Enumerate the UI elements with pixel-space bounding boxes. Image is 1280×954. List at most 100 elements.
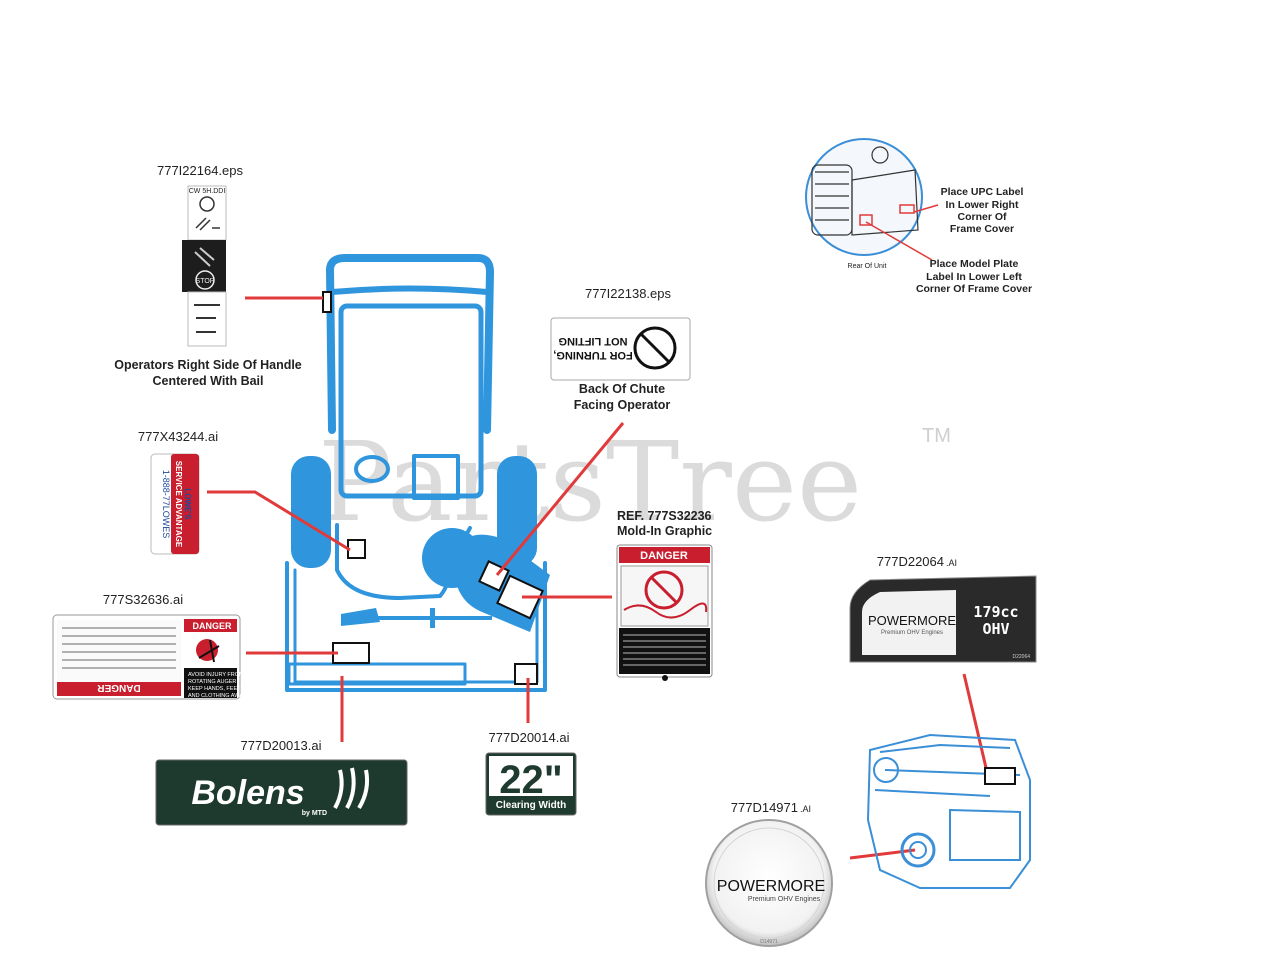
auger-housing [285,561,547,692]
danger-auger-avoid-2: ROTATING AUGER - [188,679,240,685]
engine-outline [866,733,1031,889]
auger-tab [430,608,435,628]
clearing-width-text: Clearing Width [496,800,566,811]
mold-in-text-box [619,628,710,674]
engine-label-group: 777D22064 .AI POWERMORE Premium OHV Engi… [849,554,1037,663]
mold-in-group: REF. 777S32236 Mold-In Graphic DANGER [616,509,713,681]
mold-in-ref-line1: REF. 777S32236 [617,509,712,523]
bolens-decal-group: 777D20013.ai Bolens by MTD [155,738,408,826]
clearing-width-value: 22" [499,758,562,802]
engine-badge-tagline: Premium OHV Engines [748,896,821,903]
mold-in-banner [619,547,710,563]
panel-window [412,454,460,500]
danger-auger-part-number: 777S32636.ai [103,592,183,607]
service-title: SERVICE ADVANTAGE [174,461,183,548]
engine-label-brand: POWERMORE [868,613,956,628]
danger-auger-banner-text: DANGER [192,621,232,631]
model-line3: Corner Of Frame Cover [916,283,1032,295]
panel-knob [354,455,390,483]
upc-line2: In Lower Right [946,199,1019,211]
model-line2: Label In Lower Left [926,271,1022,283]
handle-decal-lever-icon [195,217,220,231]
chute-text-line2: NOT LIFTING [558,335,627,347]
upc-line4: Frame Cover [950,223,1014,235]
auger-handle-left [341,608,380,626]
chute-decal-group: 777I22138.eps FOR TURNING, NOT LIFTING B… [550,286,691,412]
handle-decal-stop-panel [182,240,226,292]
clearing-part-number: 777D20014.ai [489,730,570,745]
bolens-grass-icon [333,767,370,810]
engine-label-part-ext: .AI [946,558,957,568]
chute-caption-line1: Back Of Chute [579,382,665,396]
inset-frame [851,169,919,236]
chute-caption-line2: Facing Operator [574,398,671,412]
engine-block [949,808,1021,861]
engine-badge-brand: POWERMORE [717,878,825,895]
clearing-decal-group: 777D20014.ai 22" Clearing Width [485,730,577,816]
engine-label-part-number: 777D22064 [877,554,944,569]
mold-in-ref-line2: Mold-In Graphic [617,524,712,538]
danger-auger-banner [184,619,237,632]
auger-wave-icon [623,602,708,619]
service-phone: 1-888-77LOWES [161,470,171,539]
danger-auger-avoid-1: AVOID INJURY FROM [188,672,244,678]
auger-hazard-foot-icon [198,639,220,663]
auger-shaft [362,616,492,620]
handle-part-number: 777I22164.eps [157,163,244,178]
engine-cap [873,757,899,783]
no-hand-slash [649,575,679,605]
danger-auger-avoid-3: KEEP HANDS, FEET [188,686,241,692]
no-lift-slash [639,332,671,364]
no-hand-icon [644,570,684,610]
engine-badge [705,819,833,947]
handle-caption-line2: Centered With Bail [152,374,263,388]
left-wheel [291,456,331,568]
watermark-tm: TM [922,425,951,447]
upc-line1: Place UPC Label [941,186,1024,198]
service-decal-group: 777X43244.ai LOWE'S SERVICE ADVANTAGE 1-… [138,429,218,555]
snowblower-outline [285,254,547,692]
engine-shaft-inner [909,841,927,859]
service-decal-red-band [171,454,199,554]
engine-badge-code: D14971 [760,939,778,945]
control-panel [338,303,484,499]
engine-badge-ring [713,827,825,939]
danger-auger-banner-rotated [57,682,181,696]
leader-chute [495,422,625,576]
chute-decal [550,317,691,381]
inset-hub [871,146,889,164]
handle-frame [326,254,494,434]
danger-auger-decal-group: 777S32636.ai DANGER DANGER AVOID INJURY … [52,592,246,700]
mold-in-banner-text: DANGER [640,550,688,562]
inset-circle [805,138,923,256]
inset-model-plate-spot [859,214,873,226]
inset-model-leader [865,221,933,261]
handle-decal-auger-icon [194,304,220,333]
handle-caption-line1: Operators Right Side Of Handle [114,358,302,372]
model-line1: Place Model Plate [930,258,1019,270]
engine-label-tagline: Premium OHV Engines [881,630,943,636]
rear-inset: Rear Of Unit Place UPC Label In Lower Ri… [805,138,1032,295]
bolens-decal [155,759,408,826]
handle-decal-top [187,185,227,241]
bolens-part-number: 777D20013.ai [241,738,322,753]
engine-badge-part-ext: .AI [800,804,811,814]
leader-service [207,490,351,552]
watermark-text: PartsTree [318,418,862,546]
watermark: PartsTree TM [318,418,951,546]
engine-badge-group: 777D14971 .AI POWERMORE Premium OHV Engi… [705,800,833,947]
service-part-number: 777X43244.ai [138,429,218,444]
engine-label-white-panel [862,590,956,655]
service-brand: LOWE'S [183,488,192,520]
engine-drawing [866,733,1031,889]
inset-rear-text: Rear Of Unit [848,263,887,270]
engine-displacement: 179cc [973,603,1018,621]
stop-text: STOP [196,278,215,285]
handle-decal-hand-icon [194,247,215,267]
auger-housing-inner [293,568,539,684]
clearing-decal-inner [489,756,573,796]
chute-part-number: 777I22138.eps [585,286,672,301]
engine-type: OHV [982,620,1009,638]
engine-label-spot [984,767,1016,785]
spot-handle [322,291,332,313]
